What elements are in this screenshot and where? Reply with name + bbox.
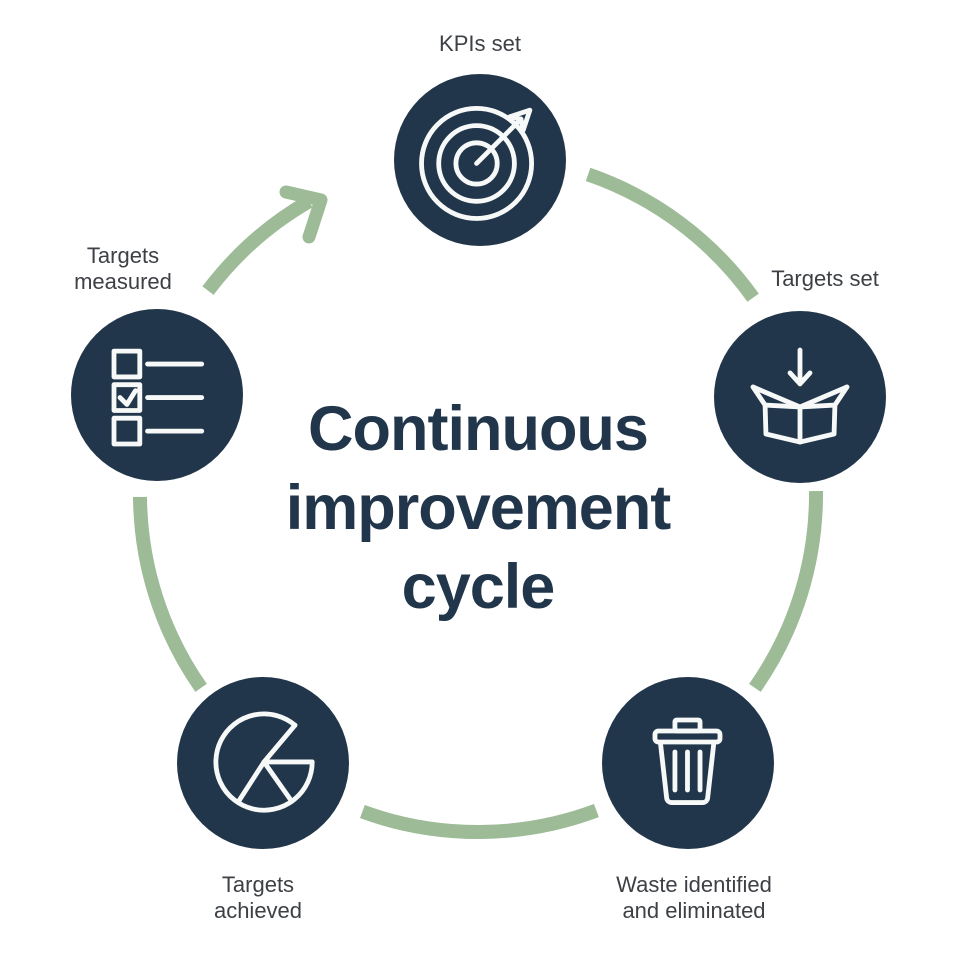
node-kpis-set <box>394 74 566 246</box>
ring-arc-top-to-right <box>585 167 759 302</box>
box-receive-icon <box>750 347 850 445</box>
ring-arc-left-to-top <box>202 195 313 295</box>
ring-arc-right-to-bottomright <box>749 491 824 692</box>
trash-icon <box>652 717 723 805</box>
node-targets-achieved <box>177 677 349 849</box>
node-label-targets-measured: Targets measured <box>74 243 172 294</box>
node-targets-measured <box>71 309 243 481</box>
node-label-waste-identified: Waste identified and eliminated <box>616 872 772 923</box>
node-waste-identified <box>602 677 774 849</box>
target-icon <box>419 105 535 221</box>
ring-arc-bottomright-to-bottomleft <box>360 804 599 839</box>
node-label-kpis-set: KPIs set <box>439 31 521 56</box>
node-targets-set <box>714 311 886 483</box>
node-label-targets-set: Targets set <box>771 266 879 291</box>
pie-chart-icon <box>213 711 315 813</box>
node-label-targets-achieved: Targets achieved <box>213 872 303 923</box>
ring-arc-bottomleft-to-left <box>133 496 207 692</box>
diagram-title: Continuous improvement cycle <box>285 394 672 622</box>
checklist-icon <box>111 348 205 447</box>
cycle-arrowhead-icon <box>279 185 328 244</box>
